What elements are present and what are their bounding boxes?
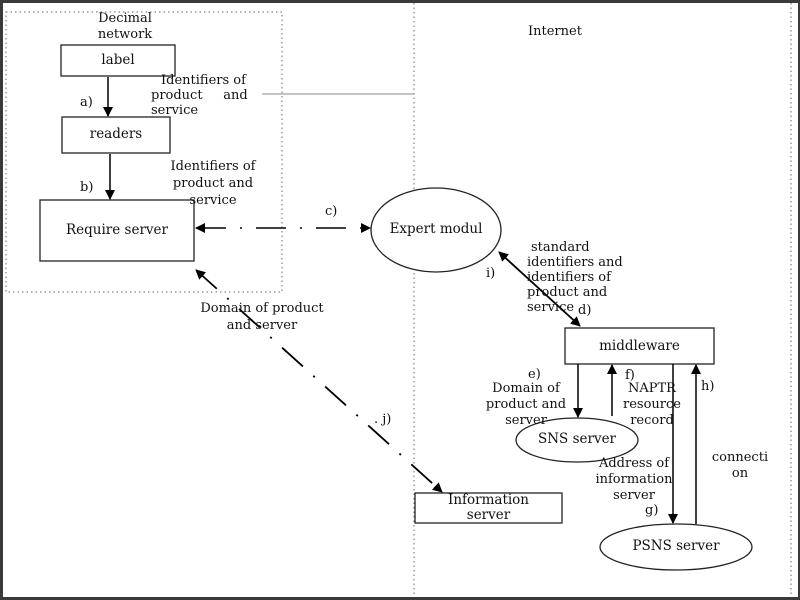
middleware-node-text: middleware xyxy=(599,338,680,354)
psns-server-ellipse[interactable] xyxy=(599,523,753,571)
sns-server-node-text: SNS server xyxy=(537,431,617,447)
psns-server-node-text: PSNS server xyxy=(632,538,720,554)
edge-i-text: standard identifiers and identifiers of … xyxy=(527,240,623,315)
decimal-network-title: Decimal network xyxy=(97,11,153,42)
edge-h-step: h) xyxy=(701,379,715,394)
edge-d-step: d) xyxy=(578,303,592,318)
require-server-box[interactable] xyxy=(39,199,195,262)
readers-box[interactable] xyxy=(61,116,171,154)
readers-node-text: readers xyxy=(89,126,143,142)
sns-server-ellipse[interactable] xyxy=(515,417,639,463)
require-server-node-text: Require server xyxy=(66,222,168,238)
edge-i-d-arrow xyxy=(498,251,581,327)
edge-f-text: NAPTR resource record xyxy=(623,381,681,428)
internet-title: Internet xyxy=(528,24,582,39)
edge-e-text: Domain of product and server xyxy=(485,381,567,428)
edge-b-text: Identifiers of product and service xyxy=(170,159,256,208)
edge-c-step: c) xyxy=(325,204,338,219)
edge-e-step: e) xyxy=(528,367,541,382)
edge-i-step: i) xyxy=(486,266,496,281)
information-server-box[interactable] xyxy=(414,492,563,524)
label-node-text: label xyxy=(101,52,135,68)
expert-modul-node-text: Expert modul xyxy=(389,221,483,237)
edge-j-text: Domain of product and server xyxy=(200,301,324,333)
edge-a-text: Identifiers of product and service xyxy=(151,73,248,118)
label-box[interactable] xyxy=(60,44,176,77)
middleware-box[interactable] xyxy=(564,327,715,365)
information-server-node-text: Information server xyxy=(447,492,530,523)
edge-f-step: f) xyxy=(625,368,635,383)
decimal-network-region xyxy=(5,11,283,293)
edge-a-step: a) xyxy=(80,95,93,110)
edge-h-text: connecti on xyxy=(711,450,769,481)
edge-b-step: b) xyxy=(80,180,94,195)
edge-g-step: g) xyxy=(645,503,659,518)
edge-g-text: Address of information server xyxy=(595,456,673,503)
edge-j-step: . j) xyxy=(374,412,392,427)
